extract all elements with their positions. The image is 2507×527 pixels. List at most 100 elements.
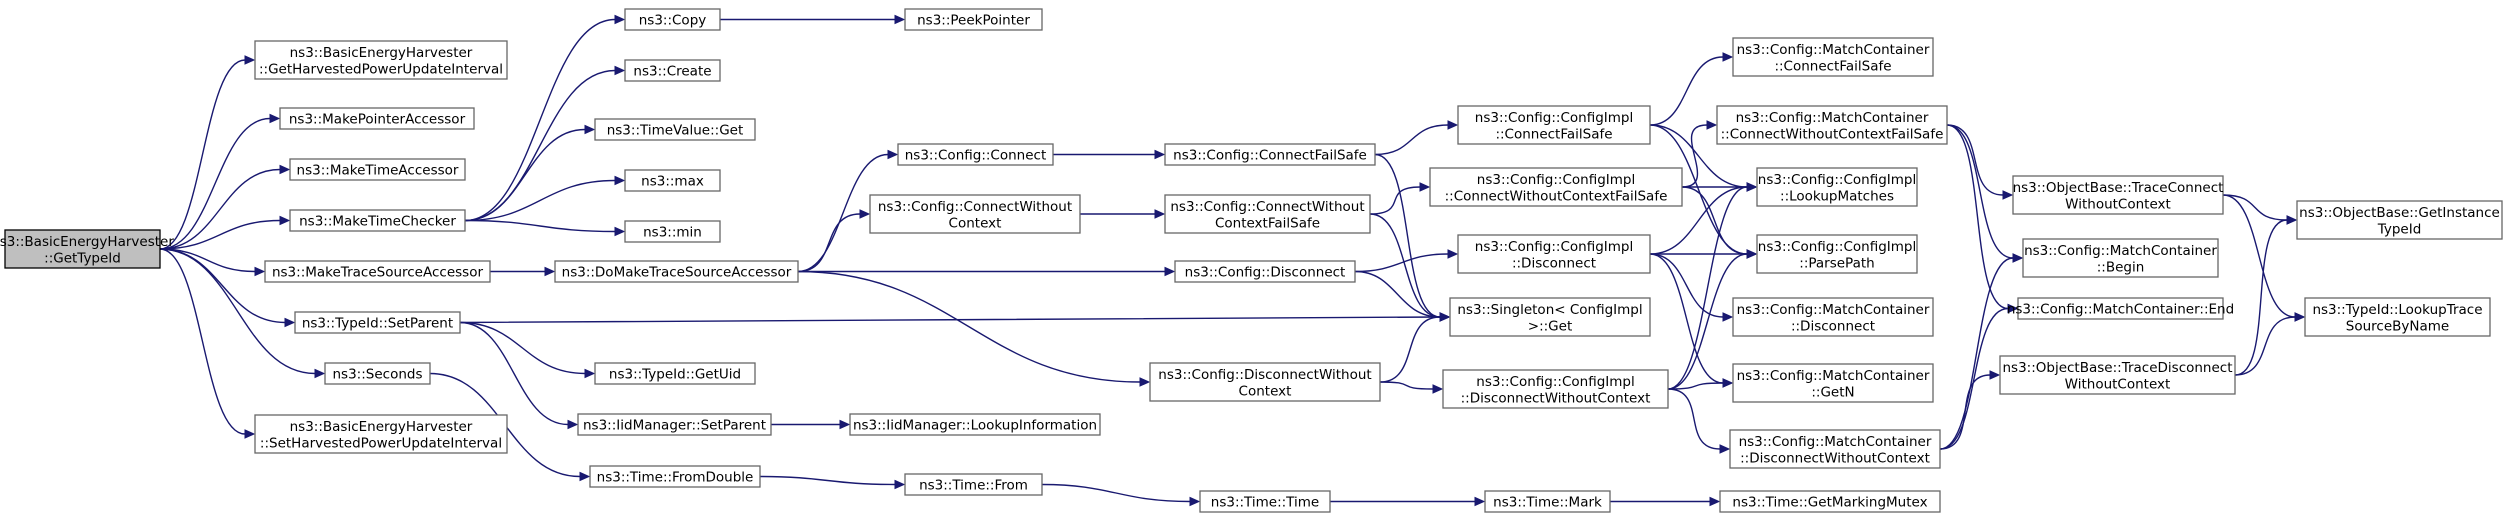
node-mc-disconnect[interactable]: ns3::Config::MatchContainer::Disconnect <box>1732 297 1934 337</box>
arrowhead-icon <box>614 14 626 25</box>
node-min[interactable]: ns3::min <box>624 220 721 243</box>
call-edge <box>1080 209 1166 219</box>
node-impl-parse-path[interactable]: ns3::Config::ConfigImpl::ParsePath <box>1756 234 1918 274</box>
arrowhead-icon <box>839 419 851 430</box>
call-edge <box>1939 303 2019 450</box>
node-singleton-get[interactable]: ns3::Singleton< ConfigImpl >::Get <box>1449 297 1651 337</box>
node-config-disconnect-without-context[interactable]: ns3::Config::DisconnectWithoutContext <box>1149 362 1381 402</box>
node-max[interactable]: ns3::max <box>624 169 721 192</box>
node-copy[interactable]: ns3::Copy <box>624 8 721 31</box>
node-impl-connect-without-context-fail-safe[interactable]: ns3::Config::ConfigImpl::ConnectWithoutC… <box>1429 167 1683 207</box>
node-config-connect-without-context[interactable]: ns3::Config::ConnectWithoutContext <box>869 194 1081 234</box>
call-edge <box>1946 124 2019 314</box>
node-mc-connect-fail-safe[interactable]: ns3::Config::MatchContainer::ConnectFail… <box>1732 37 1934 77</box>
arrowhead-icon <box>244 429 256 439</box>
node-root[interactable]: ns3::BasicEnergyHarvester::GetTypeId <box>0 229 174 269</box>
node-time-mark[interactable]: ns3::Time::Mark <box>1484 490 1611 513</box>
node-iid-manager-set-parent[interactable]: ns3::IidManager::SetParent <box>577 413 772 436</box>
arrowhead-icon <box>1719 444 1731 454</box>
node-do-make-trace-source-accessor[interactable]: ns3::DoMakeTraceSourceAccessor <box>554 260 799 283</box>
node-type-id-set-parent[interactable]: ns3::TypeId::SetParent <box>294 311 461 334</box>
node-label: ns3::Seconds <box>333 367 423 383</box>
node-mc-connect-without-context-fail-safe[interactable]: ns3::Config::MatchContainer::ConnectWith… <box>1716 105 1948 145</box>
node-label: ns3::ObjectBase::GetInstance <box>2299 205 2500 221</box>
arrowhead-icon <box>279 164 291 175</box>
arrowhead-icon <box>1432 384 1444 394</box>
node-config-connect[interactable]: ns3::Config::Connect <box>897 143 1054 166</box>
arrowhead-icon <box>314 368 326 379</box>
node-mc-begin[interactable]: ns3::Config::MatchContainer::Begin <box>2022 238 2219 278</box>
node-impl-disconnect-without-context[interactable]: ns3::Config::ConfigImpl::DisconnectWitho… <box>1442 369 1669 409</box>
node-label: ns3::Time::Time <box>1211 495 1319 511</box>
node-config-connect-fail-safe[interactable]: ns3::Config::ConnectFailSafe <box>1164 143 1376 166</box>
node-peek-pointer[interactable]: ns3::PeekPointer <box>904 8 1043 31</box>
node-obj-trace-connect-without-context[interactable]: ns3::ObjectBase::TraceConnectWithoutCont… <box>2012 175 2224 215</box>
arrowhead-icon <box>254 266 266 277</box>
node-make-trace-source-accessor[interactable]: ns3::MakeTraceSourceAccessor <box>264 260 491 283</box>
node-label: ::DisconnectWithoutContext <box>1461 390 1651 406</box>
call-edge <box>1041 483 1201 507</box>
node-label: ns3::Time::From <box>919 478 1028 494</box>
node-mc-end[interactable]: ns3::Config::MatchContainer::End <box>2007 297 2234 320</box>
node-time-from-double[interactable]: ns3::Time::FromDouble <box>589 465 761 488</box>
arrowhead-icon <box>2286 215 2298 225</box>
node-time-time[interactable]: ns3::Time::Time <box>1199 490 1331 513</box>
node-impl-lookup-matches[interactable]: ns3::Config::ConfigImpl::LookupMatches <box>1756 167 1918 207</box>
node-label: ns3::min <box>643 225 702 241</box>
node-label: ns3::Copy <box>639 13 707 29</box>
node-make-time-accessor[interactable]: ns3::MakeTimeAccessor <box>289 158 466 181</box>
call-edge <box>1649 52 1734 126</box>
arrowhead-icon <box>544 266 556 277</box>
call-edge <box>159 248 326 379</box>
node-label: ns3::Time::Mark <box>1493 495 1602 511</box>
arrowhead-icon <box>1154 209 1166 219</box>
node-time-from[interactable]: ns3::Time::From <box>904 473 1043 496</box>
arrowhead-icon <box>2012 253 2024 263</box>
arrowhead-icon <box>1139 377 1151 387</box>
arrowhead-icon <box>1189 496 1201 507</box>
node-get-harvested-power-update-interval[interactable]: ns3::BasicEnergyHarvester::GetHarvestedP… <box>254 40 508 80</box>
call-edge <box>1354 270 1451 322</box>
node-time-value-get[interactable]: ns3::TimeValue::Get <box>594 118 756 141</box>
arrowhead-icon <box>584 124 596 135</box>
call-edge <box>159 164 291 250</box>
node-label: ns3::Config::ConnectFailSafe <box>1173 148 1367 164</box>
node-config-disconnect[interactable]: ns3::Config::Disconnect <box>1174 260 1356 283</box>
node-obj-trace-disconnect-without-context[interactable]: ns3::ObjectBase::TraceDisconnectWithoutC… <box>1999 355 2236 395</box>
node-make-pointer-accessor[interactable]: ns3::MakePointerAccessor <box>279 107 475 130</box>
node-impl-disconnect[interactable]: ns3::Config::ConfigImpl::Disconnect <box>1457 234 1651 274</box>
call-edge <box>1667 388 1731 454</box>
node-config-connect-without-context-fail-safe[interactable]: ns3::Config::ConnectWithoutContextFailSa… <box>1164 194 1371 234</box>
arrowhead-icon <box>894 14 906 25</box>
node-label: ns3::Config::ConfigImpl <box>1758 172 1916 188</box>
node-seconds[interactable]: ns3::Seconds <box>324 362 431 385</box>
call-edge <box>159 113 281 250</box>
arrowhead-icon <box>1706 120 1718 130</box>
call-edge <box>797 266 1176 277</box>
arrowhead-icon <box>894 479 906 490</box>
call-edge <box>464 175 626 222</box>
call-edge <box>2222 194 2306 322</box>
node-impl-connect-fail-safe[interactable]: ns3::Config::ConfigImpl::ConnectFailSafe <box>1457 105 1651 145</box>
node-label: ::ParsePath <box>1799 255 1874 271</box>
node-label: ns3::Config::MatchContainer <box>1739 434 1932 450</box>
node-label: ns3::TypeId::LookupTrace <box>2312 302 2482 318</box>
arrowhead-icon <box>859 209 871 219</box>
function-nodes: ns3::BasicEnergyHarvester::GetTypeIdns3:… <box>0 8 2503 513</box>
call-edge <box>2234 312 2306 376</box>
node-label: ns3::IidManager::LookupInformation <box>853 418 1097 434</box>
call-edge <box>1939 253 2024 450</box>
node-set-harvested-power-update-interval[interactable]: ns3::BasicEnergyHarvester::SetHarvestedP… <box>254 414 508 454</box>
node-mc-disconnect-without-context[interactable]: ns3::Config::MatchContainer::DisconnectW… <box>1729 429 1941 469</box>
node-type-id-get-uid[interactable]: ns3::TypeId::GetUid <box>594 362 756 385</box>
node-time-get-marking-mutex[interactable]: ns3::Time::GetMarkingMutex <box>1719 490 1941 513</box>
node-label: ns3::Config::ConnectWithout <box>878 199 1072 215</box>
node-create[interactable]: ns3::Create <box>624 59 721 82</box>
node-make-time-checker[interactable]: ns3::MakeTimeChecker <box>289 209 466 232</box>
node-label: WithoutContext <box>2065 376 2171 392</box>
node-mc-get-n[interactable]: ns3::Config::MatchContainer::GetN <box>1732 363 1934 403</box>
call-edge <box>159 248 266 277</box>
node-iid-manager-lookup-information[interactable]: ns3::IidManager::LookupInformation <box>849 413 1101 436</box>
